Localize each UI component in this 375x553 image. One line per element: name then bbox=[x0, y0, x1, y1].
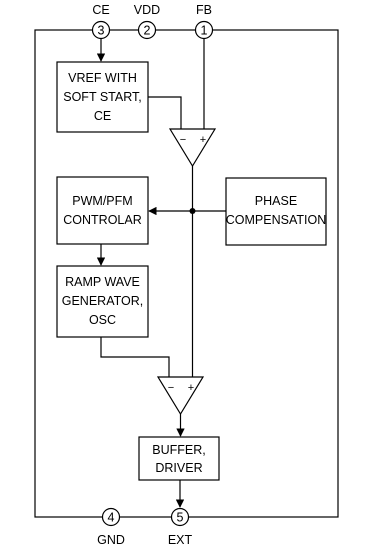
pin-ext-terminal bbox=[170, 507, 190, 527]
pin-vdd-label: VDD bbox=[134, 3, 160, 17]
pin-gnd-label: GND bbox=[97, 533, 125, 547]
vref-label-line3: CE bbox=[94, 109, 111, 123]
pwm-comparator-minus-sign: − bbox=[168, 382, 174, 394]
ramp-generator-block bbox=[56, 265, 149, 338]
phase-compensation-block bbox=[225, 177, 327, 246]
vref-label-line2: SOFT START, bbox=[63, 90, 142, 104]
wire-vref-to-error-amp bbox=[148, 96, 182, 129]
pin-ce-number: 3 bbox=[98, 24, 105, 38]
pin-vdd-number: 2 bbox=[144, 24, 151, 38]
pwm-comparator-plus-sign: + bbox=[188, 382, 194, 394]
error-amp-minus-sign: − bbox=[180, 134, 186, 146]
pin-ext-label: EXT bbox=[168, 533, 193, 547]
ramp-label-line1: RAMP WAVE bbox=[65, 275, 140, 289]
phase-label-line1: PHASE bbox=[255, 194, 297, 208]
pwm-label-line1: PWM/PFM bbox=[72, 194, 132, 208]
ramp-label-line3: OSC bbox=[89, 313, 116, 327]
pin-gnd-number: 4 bbox=[108, 511, 115, 525]
pwm-label-line2: CONTROLAR bbox=[63, 213, 141, 227]
pin-ext-number: 5 bbox=[177, 511, 184, 525]
wiring bbox=[96, 38, 226, 508]
pin-ce-label: CE bbox=[92, 3, 109, 17]
vref-block bbox=[56, 61, 149, 133]
buffer-label-line1: BUFFER, bbox=[152, 443, 205, 457]
pin-fb-label: FB bbox=[196, 3, 212, 17]
junction-dot bbox=[189, 208, 196, 214]
pin-gnd-terminal bbox=[101, 507, 121, 527]
error-amp-plus-sign: + bbox=[200, 134, 206, 146]
wire-ramp-to-comparator bbox=[100, 337, 170, 377]
buffer-label-line2: DRIVER bbox=[155, 461, 202, 475]
error-amp-triangle bbox=[168, 128, 217, 168]
vref-label-line1: VREF WITH bbox=[68, 71, 137, 85]
buffer-driver-block bbox=[138, 436, 220, 481]
pwm-comparator-triangle bbox=[156, 376, 205, 416]
pwm-controller-block bbox=[56, 176, 149, 245]
phase-label-line2: COMPENSATION bbox=[226, 213, 326, 227]
ramp-label-line2: GENERATOR, bbox=[62, 294, 144, 308]
pin-vdd-terminal bbox=[137, 20, 157, 40]
pin-fb-number: 1 bbox=[201, 24, 208, 38]
